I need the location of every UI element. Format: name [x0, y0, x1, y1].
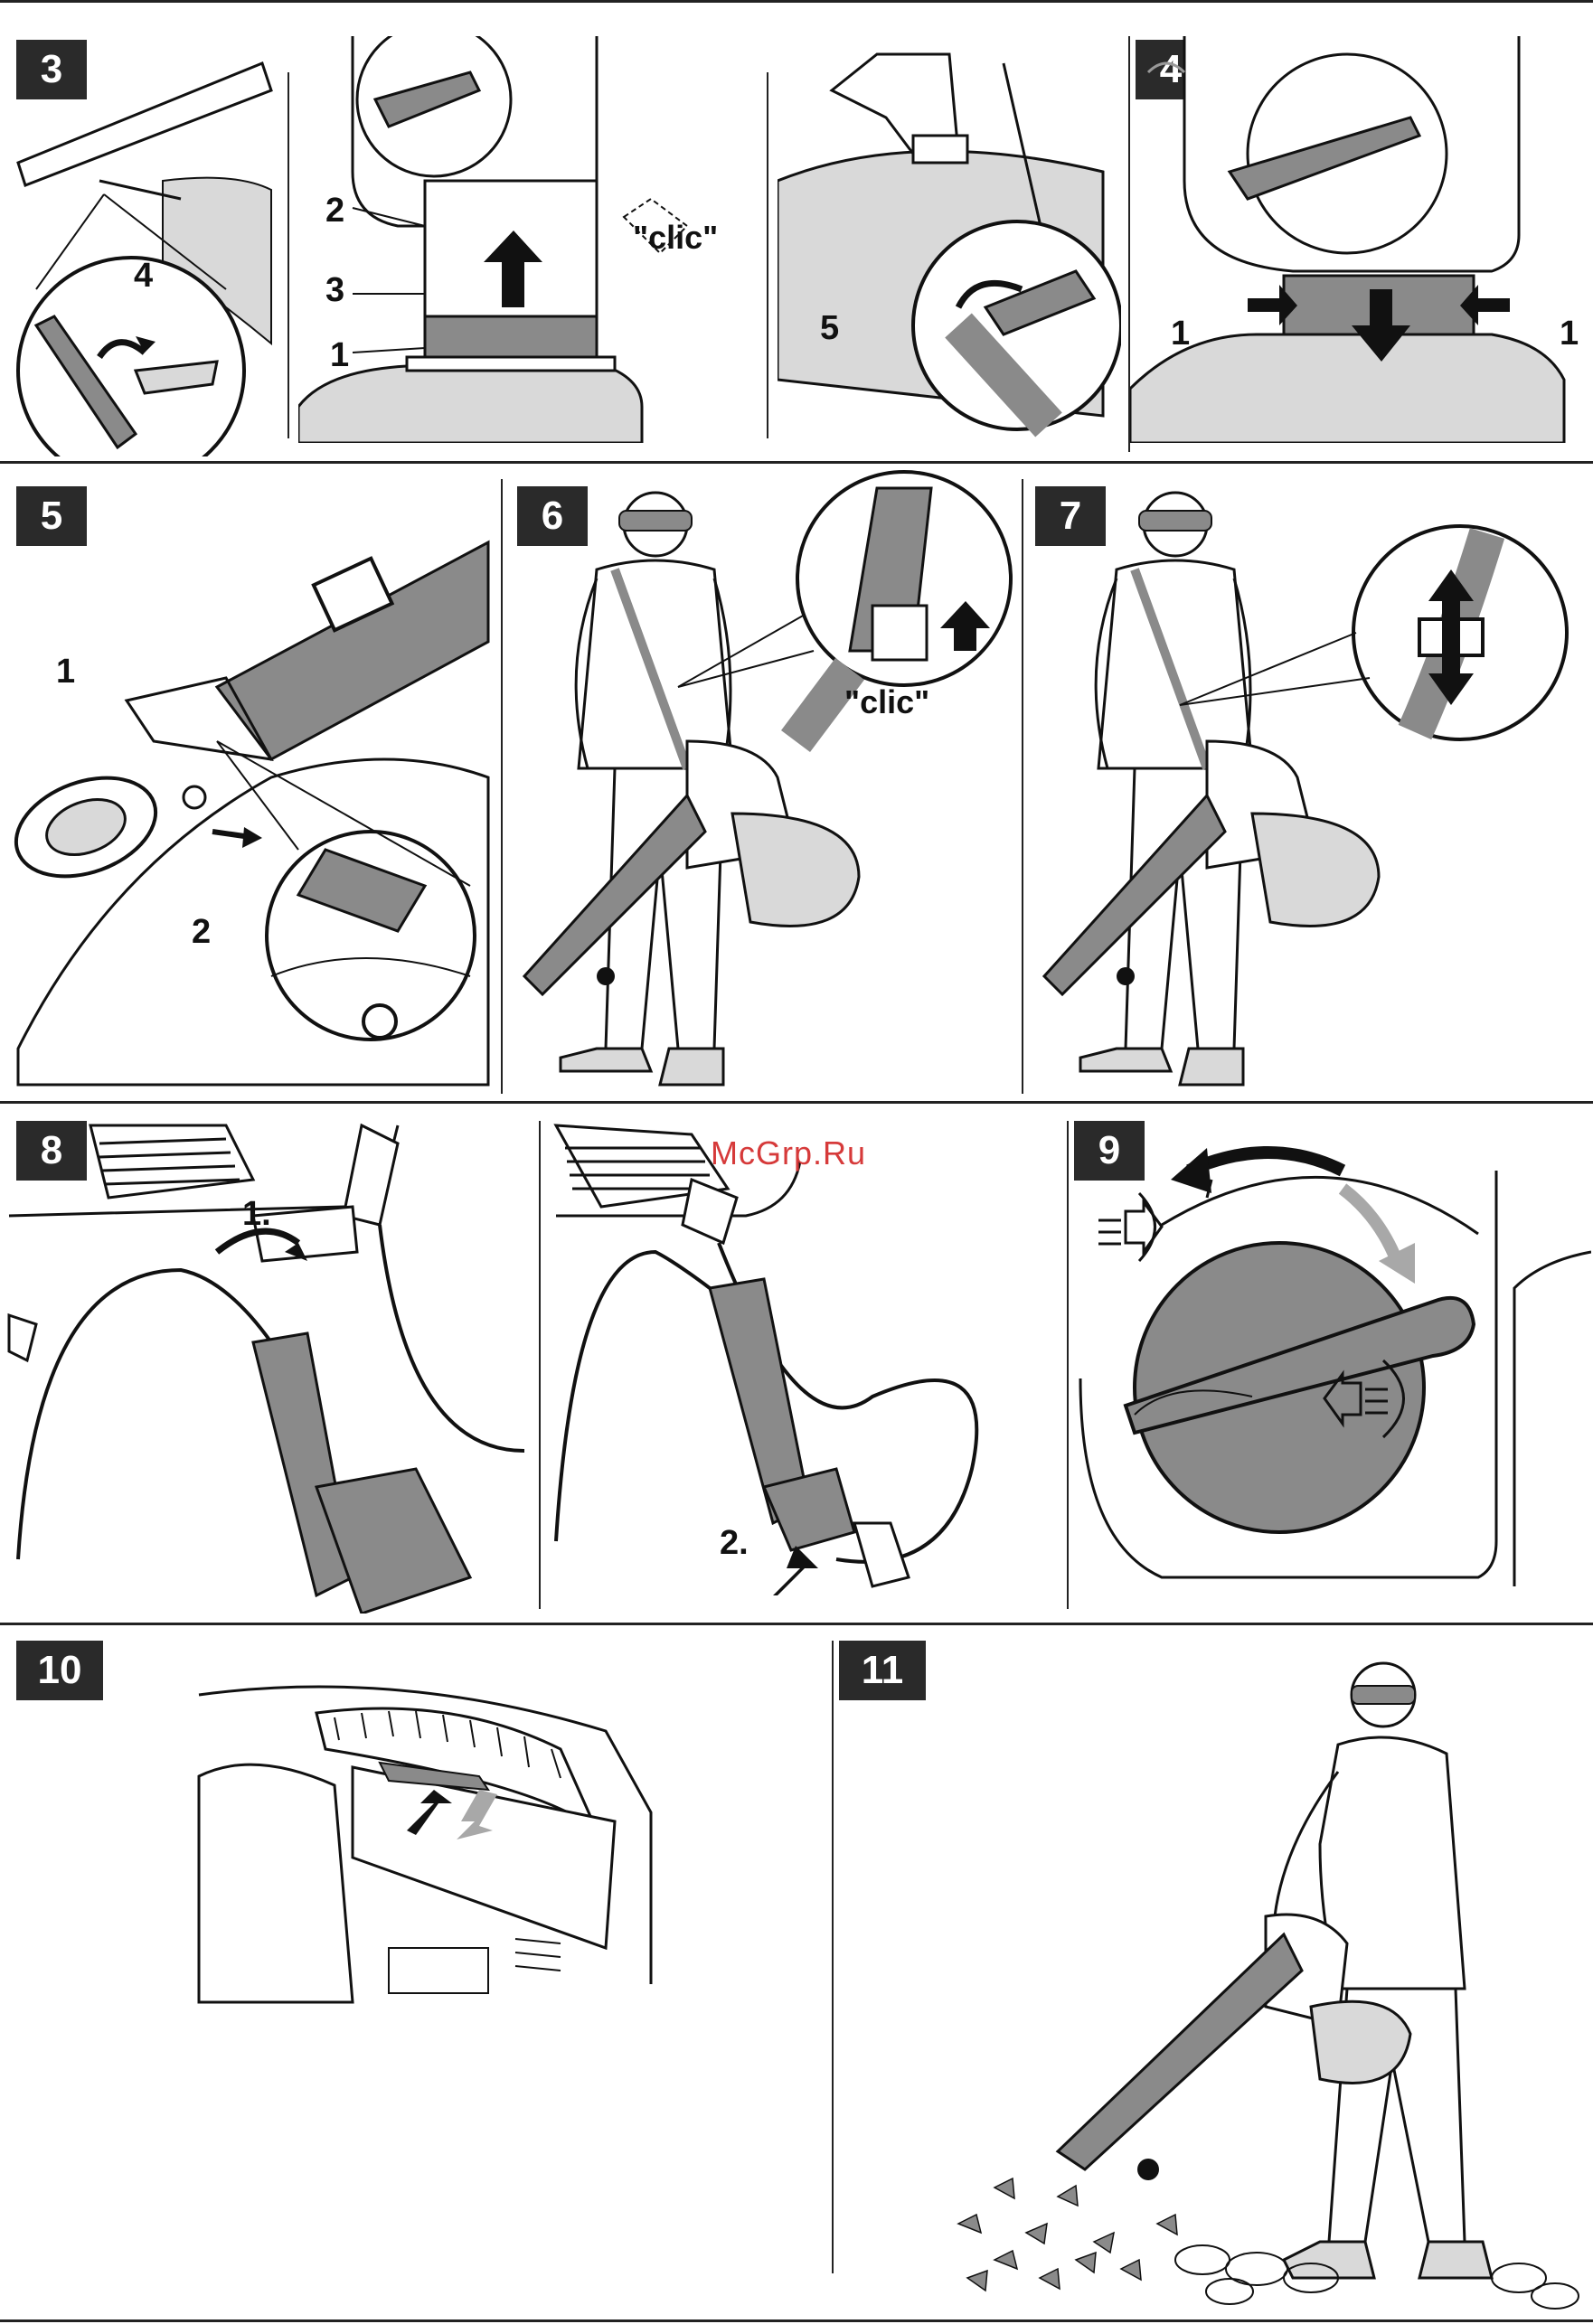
callout-4: 4 [134, 257, 153, 296]
step-2-label: 2. [720, 1524, 749, 1563]
callout-3: 3 [325, 271, 344, 310]
panel-9-illustration [1071, 1107, 1591, 1614]
clic-label: "clic" [633, 219, 718, 257]
panel-8a-illustration [0, 1107, 538, 1614]
panel-number-11: 11 [839, 1641, 926, 1700]
panel-3c-illustration [778, 36, 1121, 443]
row-divider-1 [0, 461, 1593, 464]
panel-6-illustration [506, 470, 1017, 1094]
row-divider-3 [0, 1623, 1593, 1625]
callout-2: 2 [192, 913, 211, 952]
callout-1-left: 1 [1171, 315, 1190, 353]
callout-1: 1 [330, 336, 349, 375]
callout-1-right: 1 [1560, 315, 1579, 353]
row-divider-2 [0, 1101, 1593, 1104]
panel-7-illustration [1026, 470, 1591, 1094]
watermark: McGrp.Ru [711, 1134, 866, 1172]
divider-p5-p6 [501, 479, 503, 1094]
divider-p8-a [539, 1121, 541, 1609]
panel-number-10: 10 [16, 1641, 103, 1700]
divider-p3-a [287, 72, 289, 438]
panel-8b-illustration [547, 1107, 1062, 1614]
divider-p10-p11 [832, 1641, 834, 2273]
bottom-rule [0, 2319, 1593, 2322]
panel-3a-illustration [0, 0, 287, 456]
panel-4-illustration [1130, 36, 1591, 443]
divider-p3-b [767, 72, 768, 438]
divider-p6-p7 [1022, 479, 1023, 1094]
callout-5: 5 [820, 309, 839, 348]
step-1-label: 1. [242, 1195, 271, 1234]
panel-11-illustration [940, 1645, 1591, 2314]
divider-p8-p9 [1067, 1121, 1069, 1609]
callout-1: 1 [56, 653, 75, 692]
clic-label: "clic" [844, 683, 929, 721]
panel-5-illustration [0, 470, 497, 1094]
panel-10-illustration [181, 1677, 669, 2020]
callout-2: 2 [325, 192, 344, 231]
